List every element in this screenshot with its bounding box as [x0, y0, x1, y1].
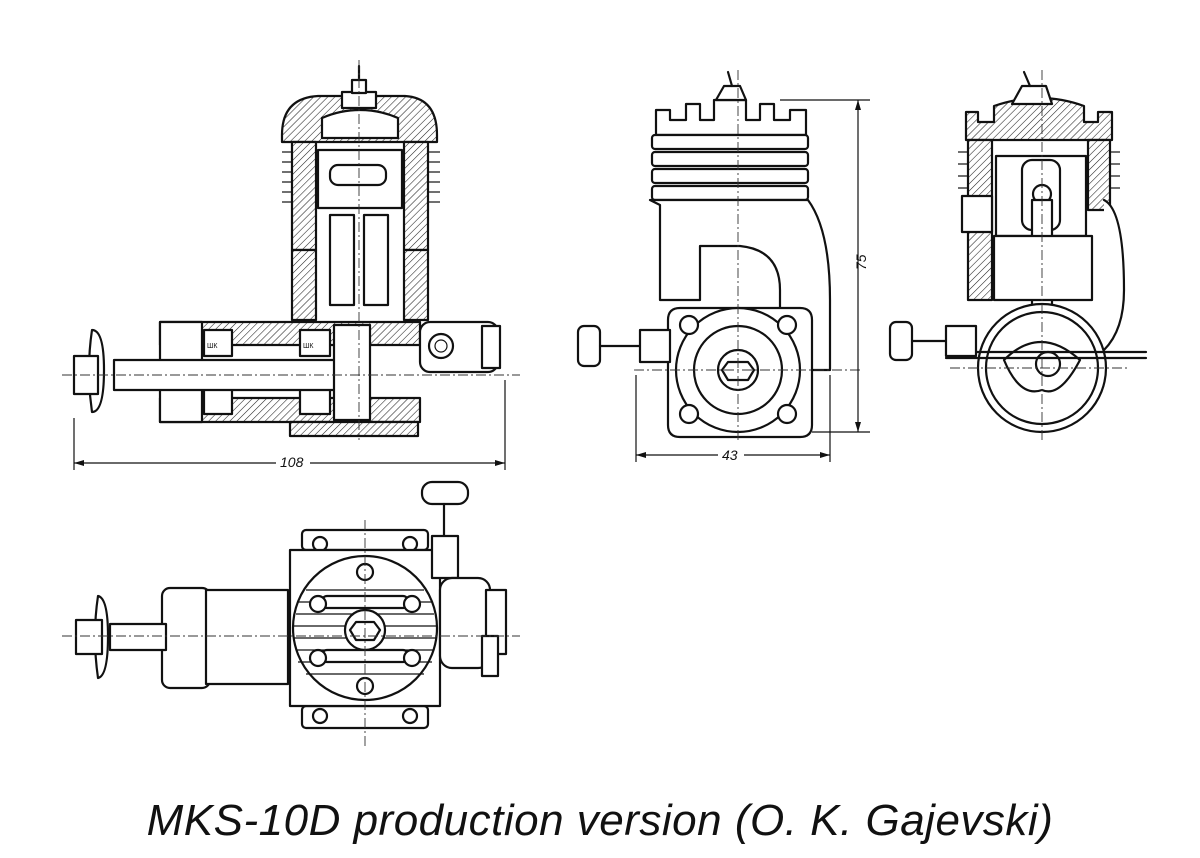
dimension-width: 43	[635, 375, 831, 463]
dimension-height-value: 75	[853, 254, 869, 270]
dimension-height: 75	[780, 99, 870, 433]
cross-section-view	[888, 70, 1148, 440]
top-view	[62, 480, 520, 748]
dimension-width-value: 43	[722, 447, 738, 463]
side-section-view: ШК ШК 108	[62, 60, 520, 470]
front-view: 43 75	[576, 70, 870, 463]
figure-caption: MKS-10D production version (O. K. Gajevs…	[146, 796, 1054, 845]
engine-drawing: ШК ШК 108	[62, 60, 1148, 748]
dimension-length-value: 108	[280, 454, 304, 470]
dimension-length: 108	[73, 380, 506, 470]
port-label-b: ШК	[303, 343, 314, 350]
port-label-a: ШК	[207, 343, 218, 350]
